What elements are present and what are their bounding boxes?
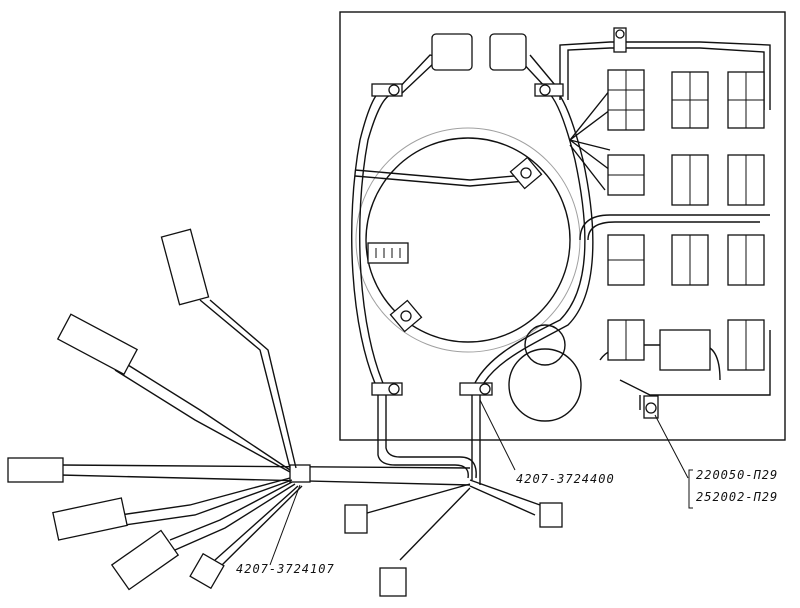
harness-connectors xyxy=(7,228,563,597)
instrument-panel-board xyxy=(339,11,786,441)
label-harness-main: 4207-3724107 xyxy=(236,562,335,576)
clamp-icon xyxy=(371,27,659,419)
main-harness-trunk xyxy=(59,464,471,486)
large-gauge-outline xyxy=(365,137,571,343)
socket-right xyxy=(489,33,527,71)
label-part-a: 220050-П29 xyxy=(696,468,779,482)
label-part-b: 252002-П29 xyxy=(696,490,779,504)
leader-lines xyxy=(269,399,693,566)
socket-left xyxy=(431,33,473,71)
connector-blocks xyxy=(607,69,765,371)
gauge-connector xyxy=(367,242,409,264)
small-gauge-outline xyxy=(508,348,582,422)
label-harness-panel: 4207-3724400 xyxy=(516,472,615,486)
